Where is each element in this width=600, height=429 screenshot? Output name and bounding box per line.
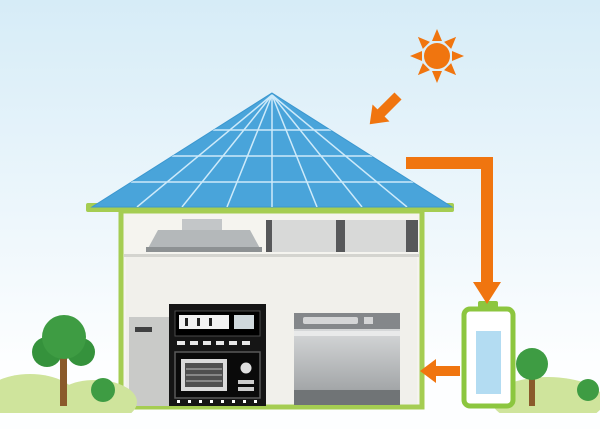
- storage-battery: [461, 301, 516, 409]
- dishwasher-slot: [303, 317, 358, 324]
- display-tick-2: [197, 318, 200, 326]
- hood-canopy: [146, 230, 262, 252]
- sun-icon: [410, 29, 464, 83]
- arrow-roof-to-battery-head: [473, 282, 501, 304]
- left-greenery: [0, 315, 137, 426]
- upper-floor-windows: [266, 220, 418, 252]
- floor-divider: [124, 254, 419, 257]
- arrow-roof-to-battery: [406, 157, 501, 304]
- oven-unit: [169, 304, 266, 406]
- microwave-window-lines: [186, 368, 222, 382]
- ground-strip: [0, 413, 600, 429]
- hood-stripe: [146, 247, 262, 252]
- bush-left-large: [0, 374, 78, 426]
- arrow-sun-to-roof: [369, 92, 402, 125]
- microwave-knob: [240, 362, 252, 374]
- window-frame-middle: [336, 220, 345, 252]
- dishwasher: [294, 313, 400, 405]
- battery-cell: [476, 331, 501, 394]
- oven-display: [179, 315, 229, 329]
- tree-right-trunk: [529, 376, 535, 406]
- cabinet-handle: [135, 327, 152, 332]
- kitchen-cabinet: [129, 317, 169, 406]
- microwave-button-2: [238, 387, 254, 391]
- oven-sub-display: [234, 315, 254, 329]
- sun-rays: [410, 29, 464, 83]
- tree-left-trunk: [60, 358, 67, 406]
- microwave-button-1: [238, 380, 254, 384]
- oven-button-row: [177, 341, 250, 345]
- sun-core: [424, 43, 450, 69]
- oven-bottom-dots: [177, 400, 257, 403]
- dishwasher-handle: [294, 331, 400, 336]
- arrow-roof-to-battery-shaft: [406, 157, 493, 284]
- display-tick-3: [209, 318, 212, 326]
- shrub-right: [577, 379, 599, 401]
- shrub-left: [91, 378, 115, 402]
- dishwasher-button: [364, 317, 373, 324]
- window-frame-left: [266, 220, 272, 252]
- tree-right-foliage: [516, 348, 548, 380]
- tree-left-foliage-c: [42, 315, 86, 359]
- range-hood: [146, 219, 262, 252]
- bush-right-large: [492, 377, 600, 425]
- window-frame-right: [406, 220, 418, 252]
- right-greenery: [492, 348, 600, 425]
- arrow-battery-to-house: [420, 359, 460, 383]
- hood-chimney: [182, 219, 222, 230]
- dishwasher-kickplate: [294, 390, 400, 405]
- dishwasher-door: [294, 329, 400, 390]
- display-tick-1: [185, 318, 188, 326]
